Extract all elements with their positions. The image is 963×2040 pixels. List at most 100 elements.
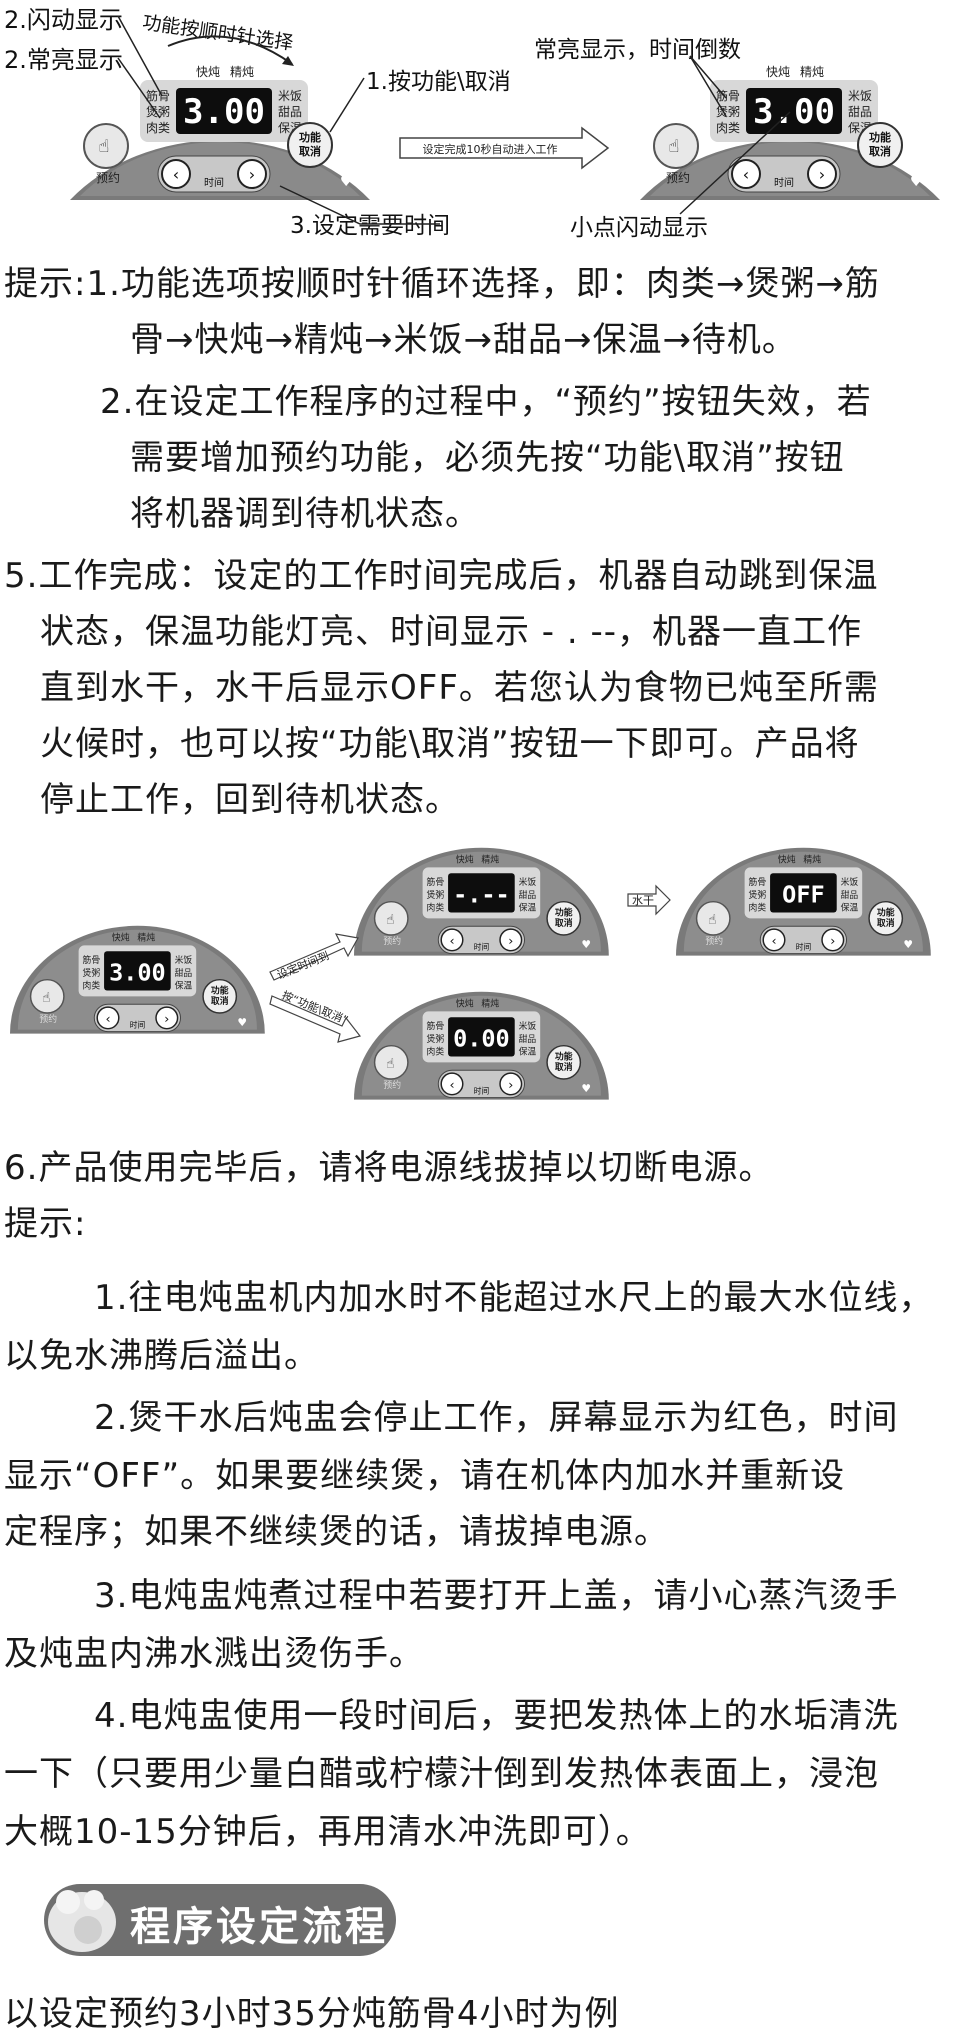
section-heading: 程序设定流程 xyxy=(44,1884,396,1956)
panel-start: 3.00快炖精炖筋骨煲粥肉类米饭甜品保温☝预约功能取消‹›时间♥ xyxy=(10,925,265,1034)
label-func1: 功能 xyxy=(877,906,895,918)
reserve-icon: ☝ xyxy=(386,912,394,928)
svg-text:♥: ♥ xyxy=(910,174,923,190)
label-func2: 取消 xyxy=(877,917,895,929)
panel-keepwarm: -.--快炖精炖筋骨煲粥肉类米饭甜品保温☝预约功能取消‹›时间♥ xyxy=(354,847,609,956)
panel-off: OFF快炖精炖筋骨煲粥肉类米饭甜品保温☝预约功能取消‹›时间♥ xyxy=(676,847,931,956)
label-top1: 快炖 xyxy=(112,932,130,944)
svg-text:‹: ‹ xyxy=(743,165,749,184)
section5-line-3: 直到水干，水干后显示OFF。若您认为食物已炖至所需 xyxy=(40,668,879,708)
label-func2: 取消 xyxy=(555,1061,573,1073)
svg-text:♥: ♥ xyxy=(340,174,353,190)
tip-line-5: 将机器调到待机状态。 xyxy=(130,494,480,534)
svg-text:设定完成10秒自动进入工作: 设定完成10秒自动进入工作 xyxy=(423,142,558,156)
section6-line-3: 1.往电炖盅机内加水时不能超过水尺上的最大水位线， xyxy=(94,1278,934,1318)
chevron-right-icon: › xyxy=(830,934,835,949)
label-time: 时间 xyxy=(130,1020,146,1030)
chevron-left-icon: ‹ xyxy=(771,934,776,949)
tip-line-3: 2.在设定工作程序的过程中，“预约”按钮失效，若 xyxy=(100,382,872,422)
label-steady-countdown: 常亮显示，时间倒数 xyxy=(534,37,741,63)
svg-text:精炖: 精炖 xyxy=(230,65,254,79)
example-line: 以设定预约3小时35分炖筋骨4小时为例 xyxy=(4,1994,620,2034)
label-left3: 肉类 xyxy=(427,902,445,914)
svg-text:功能: 功能 xyxy=(299,130,321,144)
heading-title: 程序设定流程 xyxy=(130,1904,388,1950)
label-left2: 煲粥 xyxy=(427,889,445,901)
label-steady: 2.常亮显示 xyxy=(4,46,123,74)
label-left1: 筋骨 xyxy=(427,1020,445,1032)
svg-text:时间: 时间 xyxy=(204,176,224,189)
svg-text:‹: ‹ xyxy=(173,165,179,184)
label-left2: 煲粥 xyxy=(749,889,767,901)
svg-text:时间: 时间 xyxy=(774,176,794,189)
svg-text:设定时间到: 设定时间到 xyxy=(275,948,331,982)
label-reserve: 预约 xyxy=(39,1013,57,1025)
label-time: 时间 xyxy=(474,1086,490,1096)
section5-line-1: 5.工作完成：设定的工作时间完成后，机器自动跳到保温 xyxy=(4,556,879,596)
lcd-display: 0.00 xyxy=(453,1025,510,1053)
section5-line-2: 状态，保温功能灯亮、时间显示 - . --，机器一直工作 xyxy=(40,612,863,652)
label-left1: 筋骨 xyxy=(83,954,101,966)
svg-text:煲粥: 煲粥 xyxy=(146,104,170,119)
section6-line-9: 及炖盅内沸水溅出烫伤手。 xyxy=(4,1634,424,1674)
label-reserve: 预约 xyxy=(383,1079,401,1091)
label-left3: 肉类 xyxy=(427,1046,445,1058)
label-right2: 甜品 xyxy=(841,889,859,901)
diagram1-svg: 3.00 快炖 精炖 筋骨 煲粥 肉类 米饭 甜品 保温 ☝ 预约 功能 取消 … xyxy=(70,15,940,225)
label-top2: 精炖 xyxy=(137,932,155,944)
section6-line-2: 提示: xyxy=(4,1204,87,1244)
diagram-work-complete: 3.00快炖精炖筋骨煲粥肉类米饭甜品保温☝预约功能取消‹›时间♥ -.--快炖精… xyxy=(10,847,931,1100)
label-top1: 快炖 xyxy=(456,854,474,866)
label-left1: 筋骨 xyxy=(427,876,445,888)
svg-text:米饭: 米饭 xyxy=(848,89,872,103)
svg-text:快炖: 快炖 xyxy=(196,65,220,79)
label-right2: 甜品 xyxy=(175,967,193,979)
tip-line-4: 需要增加预约功能，必须先按“功能\取消”按钮 xyxy=(130,438,845,478)
lcd-display-right: 3.00 xyxy=(753,92,835,132)
chevron-left-icon: ‹ xyxy=(449,934,454,949)
section6-line-10: 4.电炖盅使用一段时间后，要把发热体上的水垢清洗 xyxy=(94,1696,899,1736)
arrow-press-func: 按“功能\取消” xyxy=(269,988,362,1043)
arrow-time-up: 设定时间到 xyxy=(269,933,359,982)
section6-line-11: 一下（只要用少量白醋或柠檬汁倒到发热体表面上，浸泡 xyxy=(4,1754,879,1794)
chevron-right-icon: › xyxy=(508,1078,513,1093)
label-right1: 米饭 xyxy=(841,876,859,888)
section6-line-1: 6.产品使用完毕后，请将电源线拔掉以切断电源。 xyxy=(4,1148,774,1188)
svg-text:☝: ☝ xyxy=(99,136,110,157)
label-right3: 保温 xyxy=(841,902,859,914)
svg-text:筋骨: 筋骨 xyxy=(716,88,740,103)
label-func1: 功能 xyxy=(555,1050,573,1062)
tip-line-2: 骨→快炖→精炖→米饭→甜品→保温→待机。 xyxy=(130,320,797,360)
diagram-setting-steps: 2.闪动显示 2.常亮显示 功能按顺时针选择 1.按功能\取消 3.设定需要时间… xyxy=(0,0,963,250)
arrow-water-dry: 水干 xyxy=(627,884,671,916)
lcd-display: OFF xyxy=(782,881,824,909)
label-top1: 快炖 xyxy=(456,998,474,1010)
section5-line-4: 火候时，也可以按“功能\取消”按钮一下即可。产品将 xyxy=(40,724,860,764)
panel-cancel: 0.00快炖精炖筋骨煲粥肉类米饭甜品保温☝预约功能取消‹›时间♥ xyxy=(354,991,609,1100)
svg-text:›: › xyxy=(249,165,255,184)
label-left2: 煲粥 xyxy=(427,1033,445,1045)
chevron-left-icon: ‹ xyxy=(449,1078,454,1093)
svg-text:米饭: 米饭 xyxy=(278,89,302,103)
label-press-func: 1.按功能\取消 xyxy=(366,69,511,95)
label-right3: 保温 xyxy=(175,980,193,992)
label-func1: 功能 xyxy=(555,906,573,918)
label-reserve: 预约 xyxy=(705,935,723,947)
label-left1: 筋骨 xyxy=(749,876,767,888)
label-set-time: 3.设定需要时间 xyxy=(290,213,450,239)
reserve-icon: ☝ xyxy=(708,912,716,928)
label-func2: 取消 xyxy=(211,995,229,1007)
chevron-right-icon: › xyxy=(164,1012,169,1027)
svg-text:功能: 功能 xyxy=(869,130,891,144)
lcd-display: -.-- xyxy=(453,881,510,909)
label-right2: 甜品 xyxy=(519,889,537,901)
section6-line-7: 定程序；如果不继续煲的话，请拔掉电源。 xyxy=(4,1512,669,1552)
label-top2: 精炖 xyxy=(481,854,499,866)
arrow-auto-start: 设定完成10秒自动进入工作 xyxy=(399,126,610,170)
label-time: 时间 xyxy=(474,942,490,952)
label-func1: 功能 xyxy=(211,984,229,996)
label-right3: 保温 xyxy=(519,902,537,914)
svg-text:水干: 水干 xyxy=(632,894,654,907)
label-right1: 米饭 xyxy=(519,876,537,888)
reserve-icon: ☝ xyxy=(386,1056,394,1072)
